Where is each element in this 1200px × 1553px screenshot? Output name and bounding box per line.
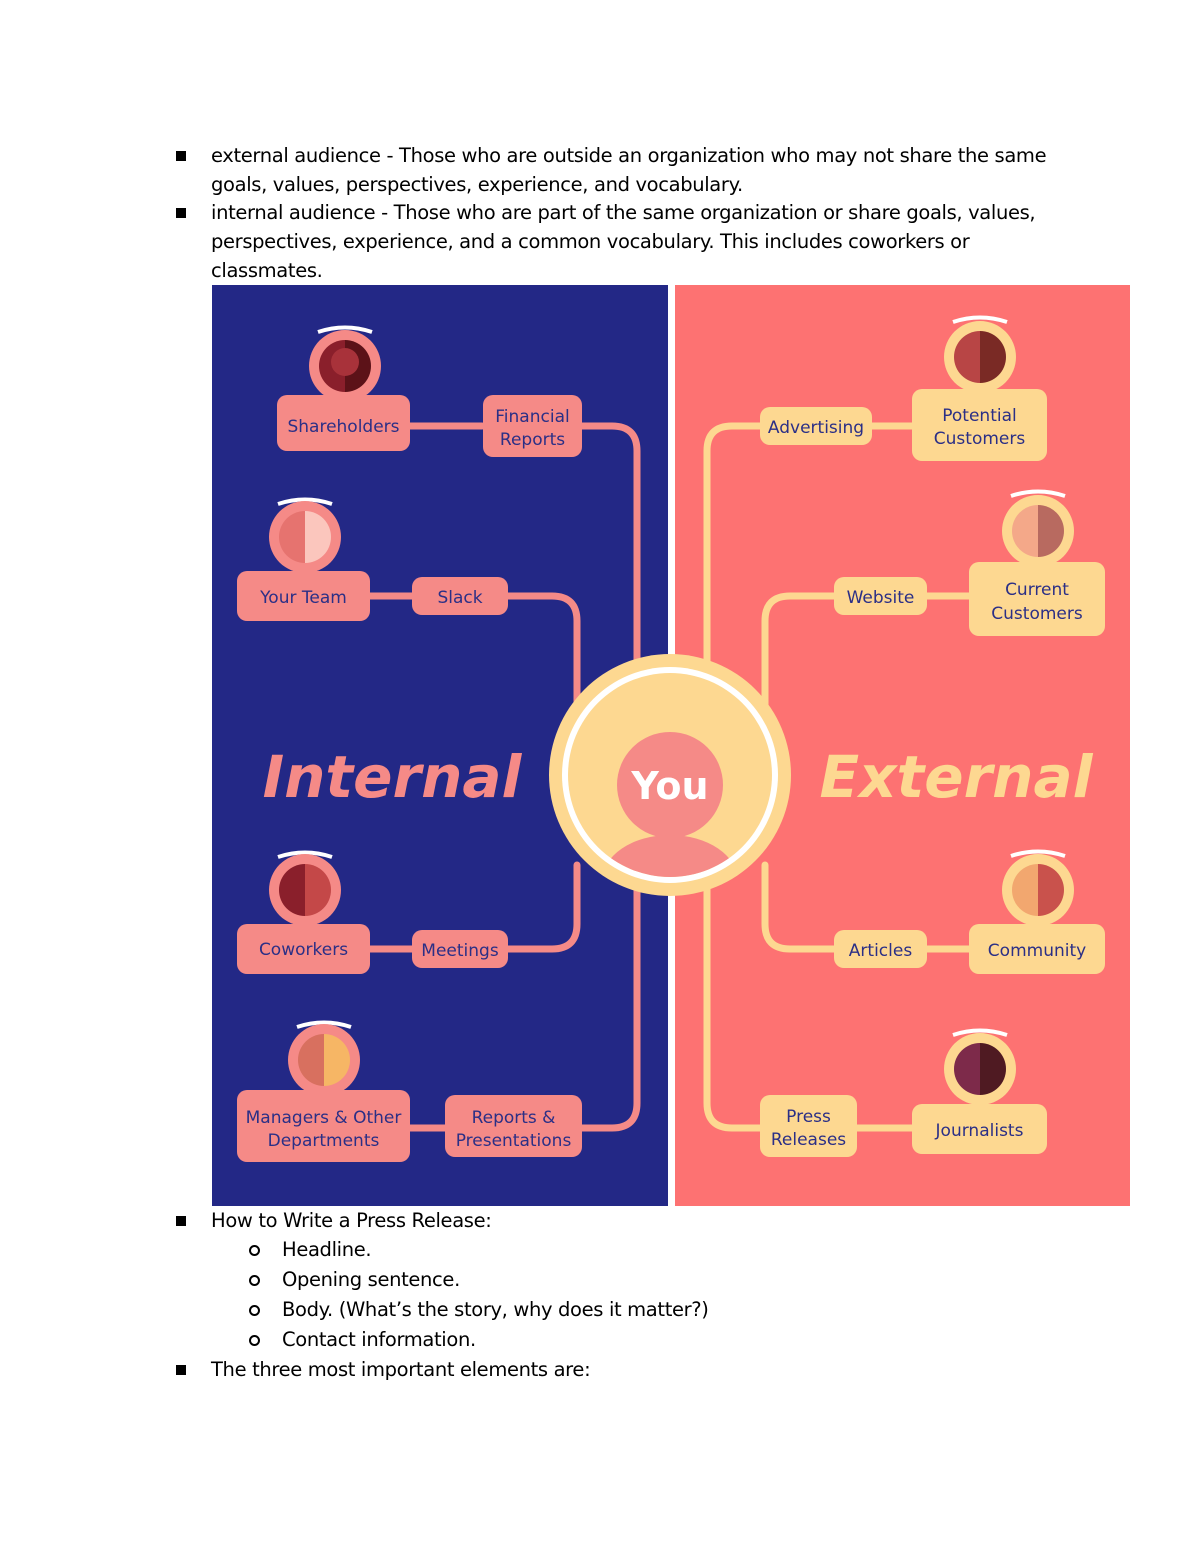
financial-reports-line-2: Reports <box>500 430 565 450</box>
financial-reports-line-1: Financial <box>495 407 569 427</box>
sub-bullet-marker <box>249 1335 260 1346</box>
slack-label: Slack <box>437 588 482 608</box>
internal-audience-line-1: internal audience - Those who are part o… <box>211 201 1036 224</box>
shareholders-box: Shareholders <box>277 395 410 451</box>
bullet-marker <box>176 1216 186 1226</box>
website-box: Website <box>834 577 927 615</box>
external-audience-line-2: goals, values, perspectives, experience,… <box>211 173 743 196</box>
website-label: Website <box>847 588 915 608</box>
internal-connectors <box>366 422 641 1132</box>
advertising-label: Advertising <box>768 418 864 438</box>
audience-diagram: Internal External You <box>212 285 1130 1206</box>
journalists-box: Journalists <box>912 1104 1047 1154</box>
external-connectors <box>703 422 973 1132</box>
community-box: Community <box>969 924 1105 974</box>
avatar-current-customers <box>1002 489 1074 567</box>
reports-line-1: Reports & <box>472 1108 556 1128</box>
press-release-heading: How to Write a Press Release: <box>211 1209 492 1232</box>
shareholders-label: Shareholders <box>287 417 399 437</box>
avatar-potential-customers <box>944 315 1016 393</box>
sub-bullet-marker <box>249 1305 260 1316</box>
step-body: Body. (What’s the story, why does it mat… <box>282 1298 709 1321</box>
articles-box: Articles <box>834 930 927 968</box>
step-headline: Headline. <box>282 1238 372 1261</box>
press-releases-box: Press Releases <box>760 1095 857 1157</box>
avatar-shareholders <box>309 325 381 402</box>
current-customers-line-2: Customers <box>991 604 1083 624</box>
financial-reports-box: Financial Reports <box>483 395 582 457</box>
bullet-marker <box>176 151 186 161</box>
managers-line-2: Departments <box>268 1131 380 1151</box>
internal-audience-line-3: classmates. <box>211 259 323 282</box>
press-releases-line-1: Press <box>786 1107 831 1127</box>
current-customers-line-1: Current <box>1005 580 1069 600</box>
community-label: Community <box>988 941 1086 961</box>
meetings-box: Meetings <box>412 930 508 968</box>
managers-line-1: Managers & Other <box>246 1108 402 1128</box>
closing-line: The three most important elements are: <box>211 1358 591 1381</box>
coworkers-label: Coworkers <box>259 940 348 960</box>
avatar-coworkers <box>269 850 341 926</box>
managers-box: Managers & Other Departments <box>237 1090 410 1162</box>
internal-title: Internal <box>263 743 523 811</box>
coworkers-box: Coworkers <box>237 924 370 974</box>
journalists-label: Journalists <box>935 1121 1024 1141</box>
your-team-box: Your Team <box>237 571 370 621</box>
you-label: You <box>630 764 708 808</box>
reports-line-2: Presentations <box>456 1131 572 1151</box>
reports-presentations-box: Reports & Presentations <box>445 1095 582 1157</box>
slack-box: Slack <box>412 577 508 615</box>
your-team-label: Your Team <box>259 588 347 608</box>
articles-label: Articles <box>849 941 913 961</box>
avatar-your-team <box>269 497 341 573</box>
current-customers-box: Current Customers <box>969 562 1105 636</box>
internal-audience-line-2: perspectives, experience, and a common v… <box>211 230 970 253</box>
avatar-managers <box>288 1020 360 1096</box>
step-contact-information: Contact information. <box>282 1328 476 1351</box>
step-opening-sentence: Opening sentence. <box>282 1268 460 1291</box>
external-title: External <box>819 743 1093 811</box>
potential-customers-box: Potential Customers <box>912 389 1047 461</box>
avatar-journalists <box>944 1028 1016 1105</box>
press-releases-line-2: Releases <box>771 1130 846 1150</box>
bullet-marker <box>176 1365 186 1375</box>
advertising-box: Advertising <box>760 407 872 445</box>
potential-customers-line-1: Potential <box>942 406 1016 426</box>
sub-bullet-marker <box>249 1275 260 1286</box>
bullet-marker <box>176 208 186 218</box>
meetings-label: Meetings <box>421 941 499 961</box>
avatar-community <box>1002 849 1074 926</box>
you-center: You <box>549 654 791 896</box>
external-audience-line-1: external audience - Those who are outsid… <box>211 144 1047 167</box>
sub-bullet-marker <box>249 1245 260 1256</box>
potential-customers-line-2: Customers <box>934 429 1026 449</box>
